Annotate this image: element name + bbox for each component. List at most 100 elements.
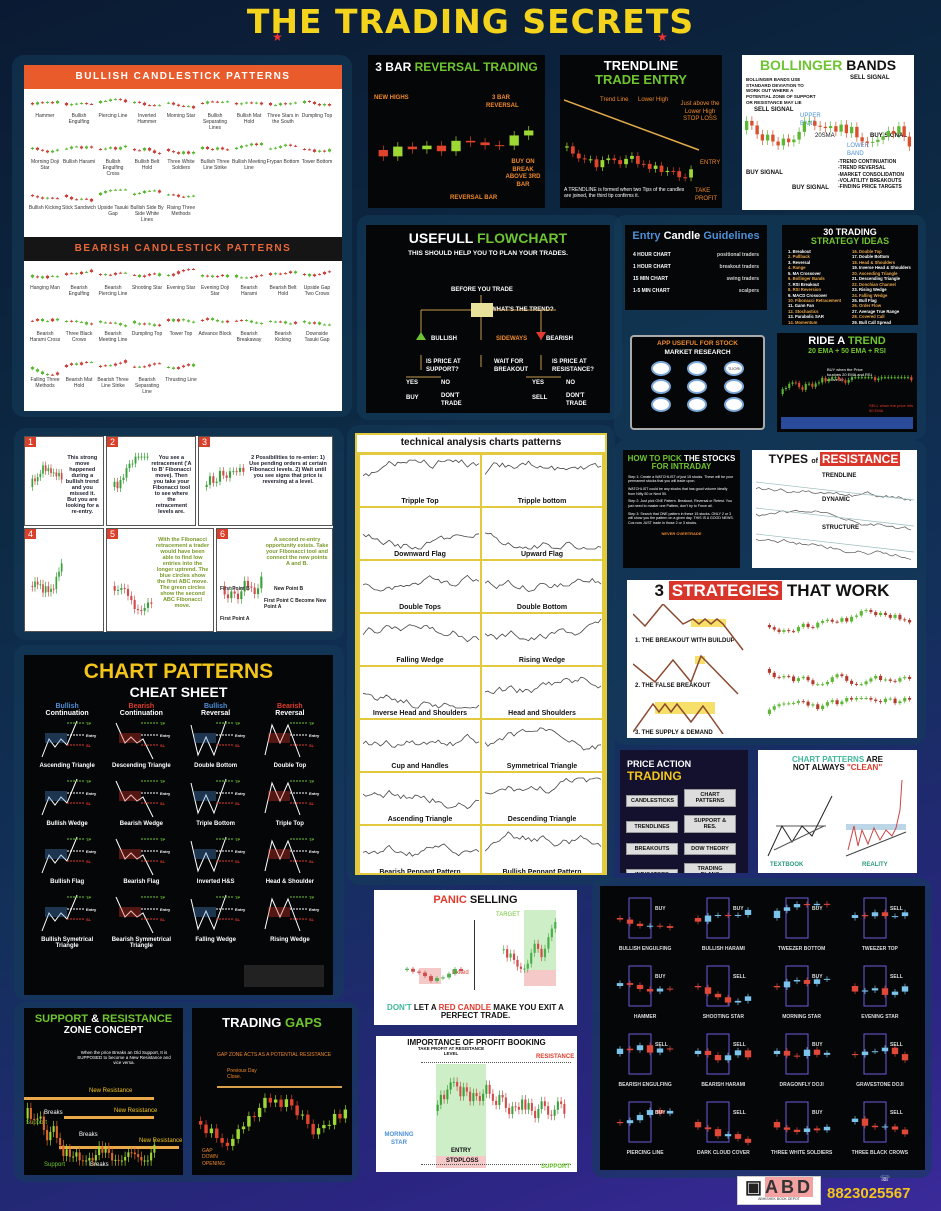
candle [36,1118,39,1120]
candlestick-pattern: Bullish Meeting Line [232,139,266,185]
app-2-icon[interactable] [687,360,708,376]
pattern-label: Upside Tasuki Gap [97,205,129,217]
candle-chart [378,125,534,161]
pattern-line [363,692,480,709]
pattern-name: Upward Flag [520,550,563,558]
pattern-name: DARK CLOUD COVER [696,1150,750,1156]
tag-button[interactable]: DOW THEORY [684,843,736,855]
candle [849,126,854,134]
candle [234,103,239,105]
candle [302,321,307,323]
candle [142,366,147,368]
candle [39,1116,42,1119]
app-1-icon[interactable] [650,360,671,376]
candle [311,1123,315,1135]
candle [453,968,457,974]
tag-button[interactable]: INDICATORS [626,869,678,873]
candle [295,1105,299,1116]
title: GAPS [285,1015,322,1030]
strategy-item: 20. Ascending Triangle [852,270,898,276]
pattern-name: MORNING STAR [782,1014,822,1020]
candle [867,377,870,379]
pattern-candles: BUY [773,1033,830,1075]
candle [140,1156,143,1161]
candle [126,588,130,596]
candle [69,104,74,106]
candle [131,463,134,465]
pattern-label: Tower Top [169,331,193,337]
label: DYNAMIC [822,497,850,503]
candle [123,325,128,327]
candle [626,1048,634,1051]
tag-button[interactable]: BREAKOUTS [626,843,678,855]
app-7-icon[interactable] [650,396,671,412]
candle [514,1106,517,1108]
candle [447,973,451,978]
candle [873,377,877,381]
candle [176,152,181,154]
candle [40,197,45,199]
candle [893,614,897,618]
candle [30,195,35,197]
candle [796,701,800,703]
tag-button[interactable]: CHART PATTERNS [684,789,736,807]
candle [880,377,883,379]
tag-button[interactable]: TRENDLINES [626,821,678,833]
phone-number[interactable]: 8823025567 [827,1185,911,1202]
pattern-candles: BUY [616,897,674,939]
tijori-icon[interactable]: TIJORI [724,360,745,376]
candle [98,321,103,323]
pattern-label: Bearish Belt Hold [269,285,297,297]
pattern-label: Bullish Side By Side White Lines [130,205,164,223]
candle [813,1049,820,1055]
candle [903,619,907,621]
candle [407,146,418,150]
candle [787,676,791,678]
pattern-name: Cup and Handles [391,762,449,770]
candle [908,620,912,623]
tag-button[interactable]: SUPPORT & RES. [684,815,736,833]
candlestick-pattern: Bullish Mat Hold [232,93,266,139]
candle [108,365,113,367]
tags: CANDLESTICKS CHART PATTERNS TRENDLINES SUPP… [620,783,748,873]
candle [695,1050,702,1054]
step: WATCHLIST could be any stocks that has g… [628,487,728,496]
app-6-icon[interactable] [724,378,745,394]
candle [647,163,652,169]
tag-button[interactable]: TRADING PLANS [684,863,736,873]
candle [119,479,122,489]
level-label: Entry [160,791,171,796]
candle [176,104,181,106]
pattern-candles: SELL [616,1033,674,1075]
app-5-icon[interactable] [687,378,708,394]
candle [157,324,162,326]
candle [495,1100,498,1105]
pattern-cell: Falling Wedge [359,612,481,666]
label: BEFORE YOU TRADE [451,287,513,293]
trendline-panel: TRENDLINE TRADE ENTRY Trend Line Lower H… [560,55,722,208]
candle [45,275,50,279]
pattern-name: Double Tops [399,603,441,611]
candle [656,925,664,927]
candle [811,383,814,387]
step-number: 4 [25,529,37,539]
candle [132,274,137,276]
candle [854,377,857,379]
tag-button[interactable]: CANDLESTICKS [626,795,678,807]
strategy-item: 25. Bull Flag [852,297,877,303]
step-number: 2 [107,437,119,447]
title: HOW TO PICK [627,454,684,463]
candle [816,704,820,710]
app-9-icon[interactable] [724,396,745,412]
candle [293,321,298,324]
candle [871,1051,879,1053]
candle [122,477,125,480]
app-4-icon[interactable] [650,378,671,394]
app-8-icon[interactable] [687,396,708,412]
label: Lower High [638,97,669,103]
